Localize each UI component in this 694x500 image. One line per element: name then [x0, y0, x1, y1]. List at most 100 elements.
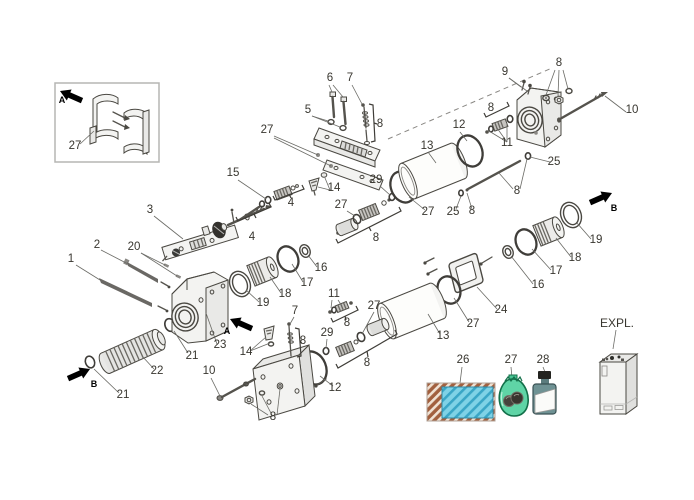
- piston-set-right: [479, 201, 583, 266]
- part-label-11: 11: [501, 137, 513, 149]
- part-label-8: 8: [270, 411, 276, 423]
- part-label-27: 27: [505, 354, 518, 366]
- part-label-3: 3: [147, 204, 153, 216]
- part-label-7: 7: [347, 72, 353, 84]
- nut-washers-8-lower: [244, 378, 327, 405]
- part-label-5: 5: [305, 104, 311, 116]
- part-label-17: 17: [301, 277, 314, 289]
- gasket-screws: [423, 257, 438, 276]
- o-ring-12-upper: [456, 134, 484, 168]
- guide-rod-2: [123, 258, 171, 289]
- arrow-a-inset: [60, 89, 84, 104]
- arrow-b-bottom-left: [66, 367, 90, 382]
- screws-9: [521, 79, 532, 95]
- part-label-4: 4: [249, 231, 256, 243]
- washers-5: [327, 118, 347, 132]
- part-label-25: 25: [548, 156, 561, 168]
- piston-rod-25-upper: [457, 152, 532, 197]
- part-label-27: 27: [368, 300, 381, 312]
- part-label-14: 14: [328, 182, 341, 194]
- expl-label: EXPL.: [600, 316, 634, 330]
- part-label-19: 19: [257, 297, 270, 309]
- part-label-16: 16: [315, 262, 328, 274]
- grease-bag-27: [498, 374, 529, 417]
- part-label-27: 27: [69, 140, 82, 152]
- part-label-14: 14: [240, 346, 253, 358]
- washers-nut-8-top-right: [542, 87, 573, 105]
- part-label-28: 28: [537, 354, 550, 366]
- gear-housing-23: [171, 271, 229, 344]
- mounting-plate-assembly: [313, 127, 384, 191]
- part-label-13: 13: [421, 140, 434, 152]
- part-label-8: 8: [556, 57, 562, 69]
- arrow-b-top-right: [588, 191, 612, 206]
- oil-bottle-28: [532, 371, 557, 415]
- part-label-12: 12: [329, 382, 342, 394]
- end-block-right: [516, 87, 562, 148]
- part-label-27: 27: [467, 318, 480, 330]
- inset-detail-box: [54, 82, 160, 163]
- part-label-9: 9: [502, 66, 508, 78]
- part-label-12: 12: [453, 119, 466, 131]
- part-label-23: 23: [214, 339, 227, 351]
- clamp-pins: [112, 111, 130, 130]
- part-label-29: 29: [321, 327, 334, 339]
- part-label-10: 10: [203, 365, 216, 377]
- screws-6: [329, 91, 347, 126]
- part-label-25: 25: [447, 206, 460, 218]
- group-brackets: [235, 101, 510, 369]
- part-label-24: 24: [495, 304, 508, 316]
- grease-fitting-14-lower: [263, 325, 275, 347]
- part-label-26: 26: [457, 354, 470, 366]
- cylinder-13-lower: [377, 282, 447, 340]
- direction-letter-B: B: [611, 203, 618, 213]
- part-label-18: 18: [569, 252, 582, 264]
- part-label-21: 21: [117, 389, 130, 401]
- part-label-4: 4: [288, 197, 295, 209]
- part-label-13: 13: [437, 330, 450, 342]
- clamp-shell-right: [123, 108, 150, 156]
- part-label-1: 1: [68, 253, 74, 265]
- part-label-11: 11: [328, 288, 340, 300]
- part-label-22: 22: [151, 365, 164, 377]
- part-label-18: 18: [279, 288, 292, 300]
- gasket-sheet-26: [426, 382, 496, 422]
- part-label-15: 15: [227, 167, 240, 179]
- part-label-8: 8: [373, 232, 379, 244]
- bolt-10-lower: [216, 377, 257, 401]
- direction-letter-A: A: [224, 326, 231, 336]
- direction-letter-A: A: [59, 95, 66, 105]
- part-label-8: 8: [300, 335, 306, 347]
- part-label-6: 6: [327, 72, 333, 84]
- o-ring-27-small-lower: [356, 331, 366, 343]
- part-label-16: 16: [532, 279, 545, 291]
- part-label-20: 20: [128, 241, 141, 253]
- part-label-10: 10: [626, 104, 639, 116]
- cylinder-13-upper: [398, 142, 468, 200]
- part-label-7: 7: [292, 305, 298, 317]
- part-label-29: 29: [370, 174, 383, 186]
- part-label-27: 27: [422, 206, 435, 218]
- tie-bolt-10-right: [557, 92, 608, 123]
- stud-spring-7-8: [361, 103, 370, 145]
- part-label-17: 17: [550, 265, 563, 277]
- part-label-27: 27: [335, 199, 348, 211]
- gasket-plate-24: [448, 252, 484, 294]
- guide-rod-1: [99, 278, 169, 313]
- o-ring-21-left: [84, 355, 96, 369]
- part-label-8: 8: [344, 317, 350, 329]
- spool-set-upper: [335, 192, 396, 237]
- dowel-pins-20: [163, 263, 182, 279]
- direction-arrows: [66, 191, 612, 382]
- spool-set-11-right: [485, 114, 514, 134]
- part-label-8: 8: [488, 102, 494, 114]
- valve-block-lower: [252, 343, 316, 421]
- part-label-19: 19: [590, 234, 603, 246]
- part-label-8: 8: [364, 357, 370, 369]
- clamp-shell-left: [89, 93, 119, 145]
- direction-letter-B: B: [91, 379, 98, 389]
- stud-7-lower: [287, 322, 294, 357]
